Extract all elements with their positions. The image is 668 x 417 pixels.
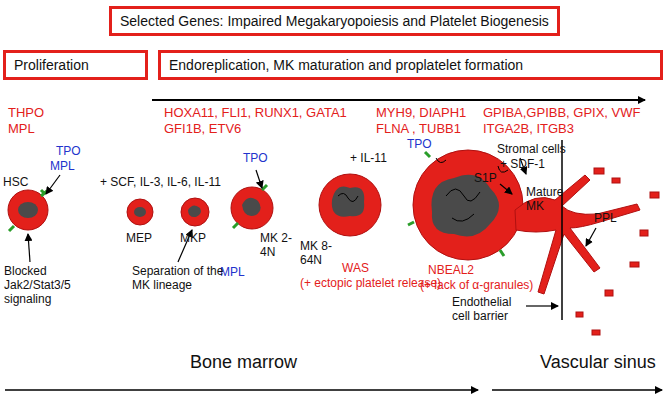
progress-arrow [152, 99, 645, 101]
gene-list: THPO [8, 106, 44, 121]
cytokine-label: + IL-11 [350, 152, 387, 166]
phase-box: Proliferation [3, 50, 148, 80]
note-label: Blocked Jak2/Stat3/5 signaling [4, 265, 84, 306]
phase-label: Proliferation [14, 57, 137, 73]
proplatelet-shape [515, 168, 659, 335]
gene-list: HOXA11, FLI1, RUNX1, GATA1 [164, 106, 347, 121]
mk-8-64n-cell [319, 174, 381, 236]
region-arrow [5, 389, 478, 391]
phase-box: Endoreplication, MK maturation and propl… [158, 50, 663, 80]
ppl-label: PPL [594, 212, 617, 226]
gene-note: (+ ectopic platelet release) [300, 277, 441, 291]
gene-list: MYH9, DIAPH1 [376, 106, 466, 121]
stromal-label: Stromal cells [497, 143, 566, 157]
receptor-label: MPL [50, 160, 75, 174]
barrier-label: Endothelial cell barrier [452, 296, 526, 324]
mkp-cell [181, 198, 209, 226]
cell-label: MK 8-64N [300, 240, 340, 268]
factor-label: + SDF-1 [500, 158, 545, 172]
gene-list: MPL [8, 122, 35, 137]
region-label: Vascular sinus [540, 352, 656, 373]
title-text: Selected Genes: Impaired Megakaryopoiesi… [120, 13, 549, 29]
gene-list: GPIBA,GPIBB, GPIX, VWF [483, 106, 640, 121]
cell-label: Mature MK [526, 186, 572, 214]
ligand-label: TPO [56, 145, 81, 159]
cytokine-label: + SCF, IL-3, IL-6, IL-11 [100, 176, 221, 190]
receptor-label: MPL [220, 266, 245, 280]
gene-label: WAS [342, 262, 369, 276]
cell-label: MK 2-4N [260, 232, 300, 260]
endothelial-barrier [561, 140, 563, 320]
cell-label: MKP [180, 232, 206, 246]
mk-2-4n-cell [231, 185, 273, 229]
gene-list: GFI1B, ETV6 [164, 122, 241, 137]
gene-list: ITGA2B, ITGB3 [483, 122, 574, 137]
gene-list: FLNA , TUBB1 [376, 122, 461, 137]
title-box: Selected Genes: Impaired Megakaryopoiesi… [109, 6, 560, 36]
cell-label: HSC [3, 176, 28, 190]
hsc-cell [8, 190, 48, 231]
gene-label: NBEAL2 [428, 264, 474, 278]
region-arrow [492, 389, 662, 391]
ligand-label: TPO [243, 152, 268, 166]
gene-note: (+ lack of α-granules) [420, 279, 533, 293]
region-label: Bone marrow [190, 352, 297, 373]
factor-label: S1P [474, 172, 497, 186]
phase-label: Endoreplication, MK maturation and propl… [169, 57, 652, 73]
note-label: Separation of the MK lineage [132, 265, 224, 293]
ligand-label: TPO [407, 138, 432, 152]
mep-cell [127, 199, 153, 225]
cell-label: MEP [126, 232, 152, 246]
